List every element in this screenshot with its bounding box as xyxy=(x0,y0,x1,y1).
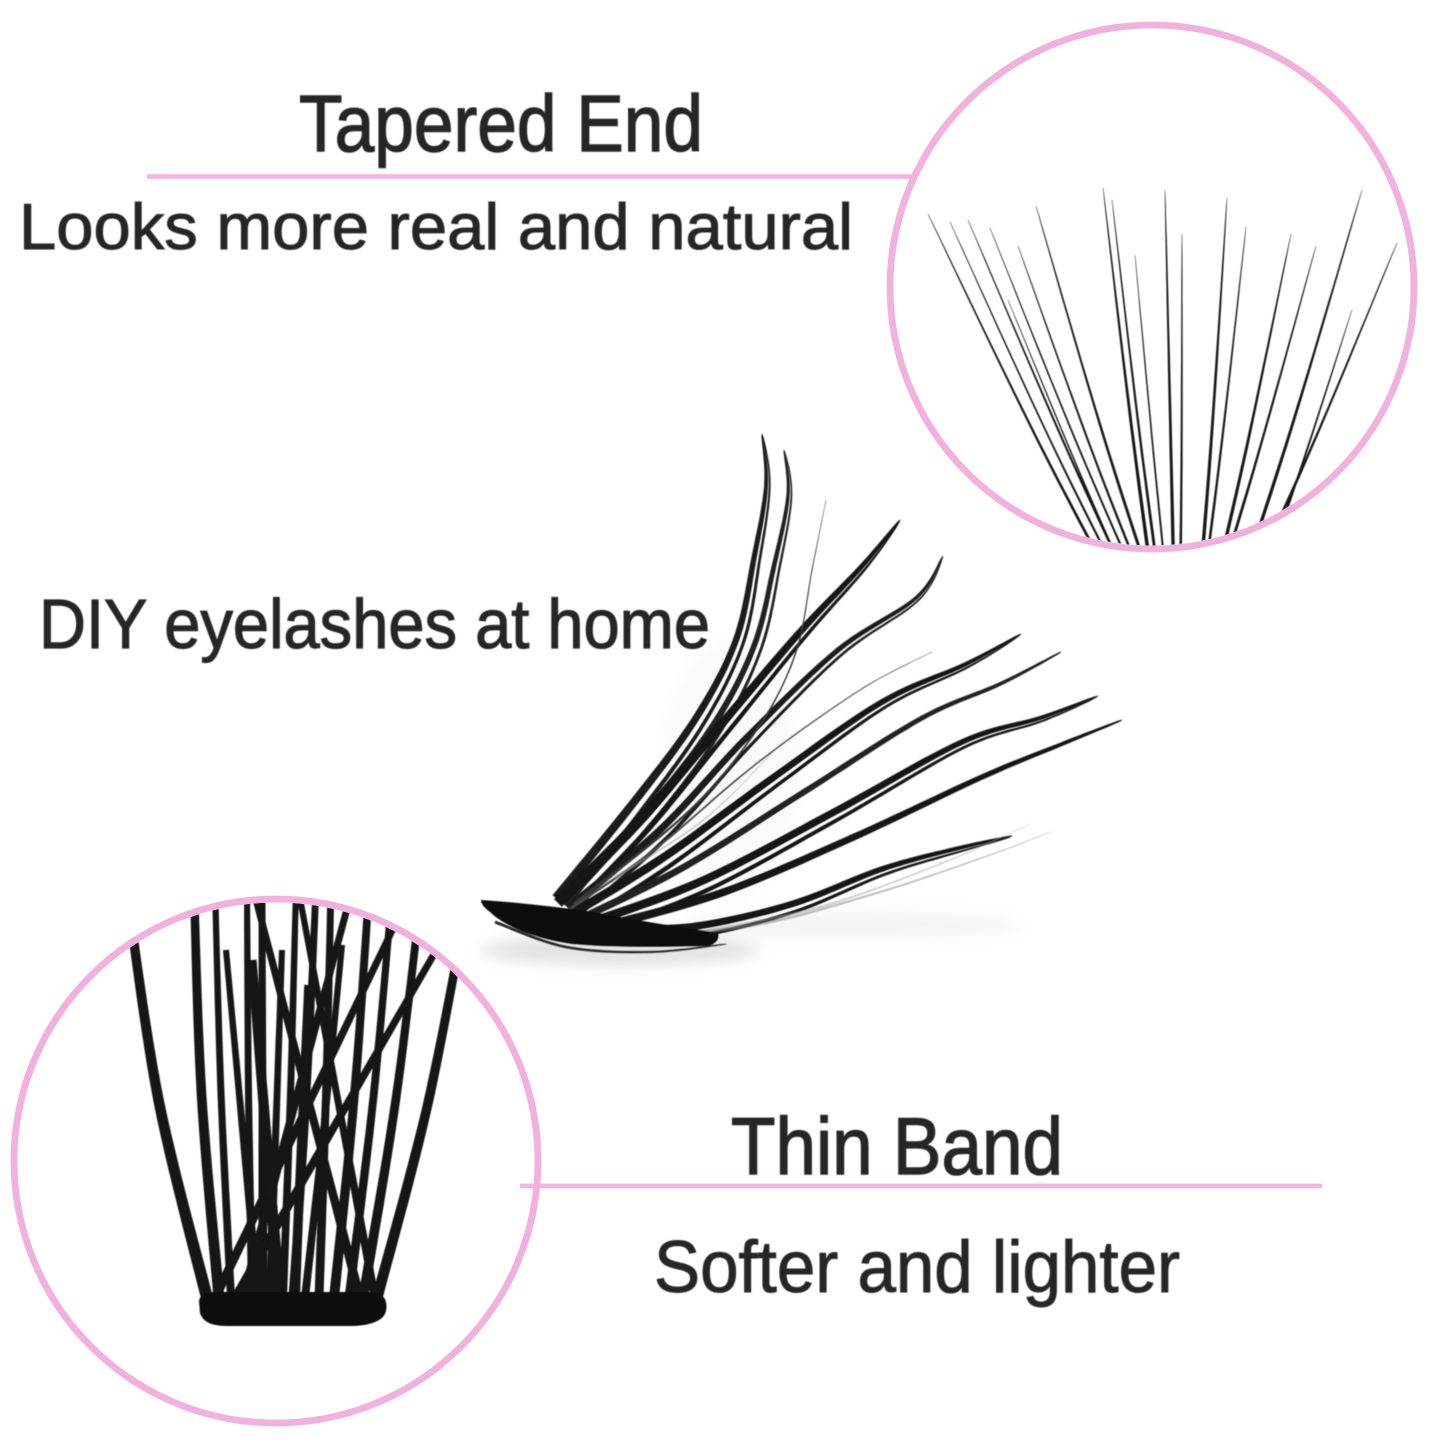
svg-text:Thin Band: Thin Band xyxy=(731,1102,1063,1192)
svg-text:Softer and lighter: Softer and lighter xyxy=(654,1227,1180,1308)
svg-text:Tapered End: Tapered End xyxy=(299,79,703,168)
svg-text:DIY eyelashes at home: DIY eyelashes at home xyxy=(39,585,710,663)
svg-text:Looks more real and natural: Looks more real and natural xyxy=(19,190,853,263)
